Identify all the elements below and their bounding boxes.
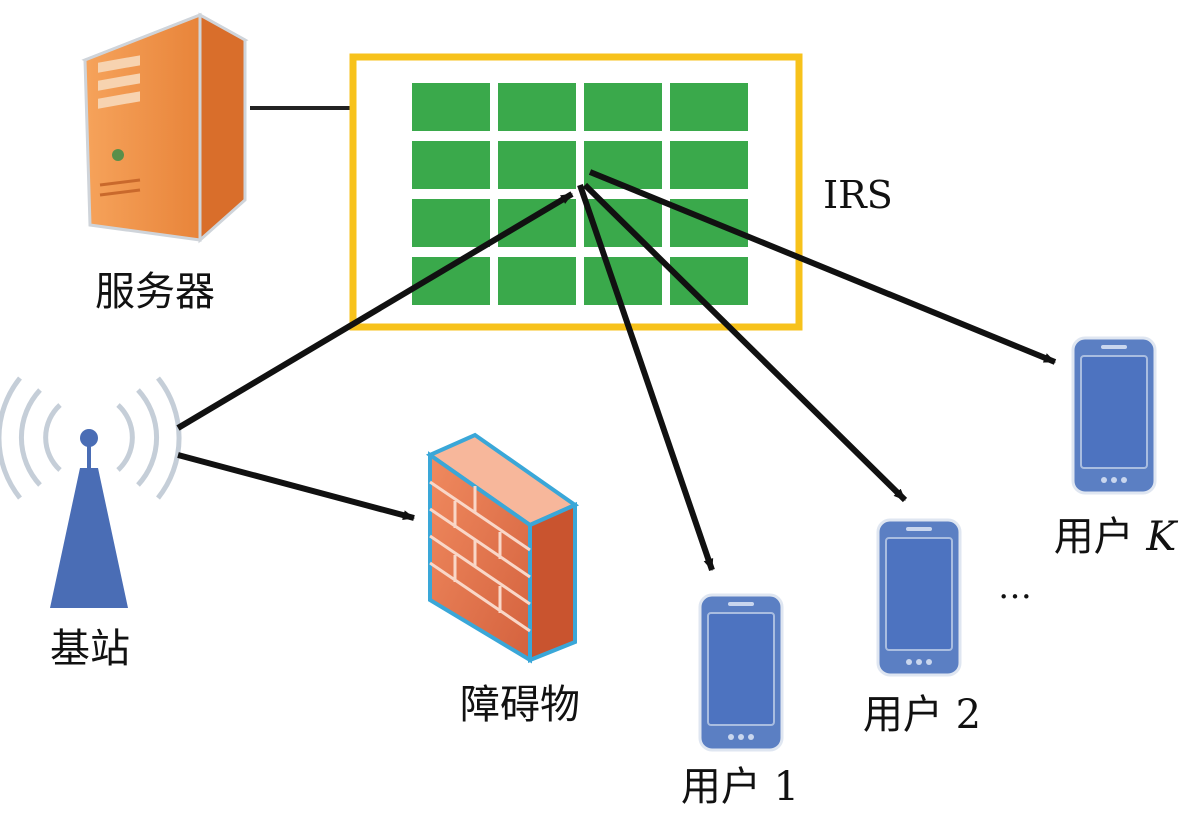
irs-element (412, 83, 490, 131)
irs-element (670, 83, 748, 131)
signal-arrows (176, 169, 1057, 571)
phone-speaker (1101, 345, 1127, 349)
smartphone-icon-user-1 (698, 593, 784, 752)
phone-button (926, 659, 932, 665)
arrow-irs-to-user-2 (582, 182, 908, 503)
phone-screen (707, 612, 775, 726)
phone-screen (1080, 355, 1148, 469)
smartphone-icon-user-2 (876, 518, 962, 677)
smartphone-icon-user-k (1071, 336, 1157, 495)
irs-element (584, 83, 662, 131)
phone-button (916, 659, 922, 665)
irs-element (584, 141, 662, 189)
server-icon (81, 12, 249, 244)
irs-label: IRS (823, 173, 893, 217)
irs-element (498, 83, 576, 131)
arrow-bs-to-obstacle (177, 452, 415, 521)
irs-element (498, 199, 576, 247)
obstacle-label: 障碍物 (460, 682, 580, 728)
irs-element (412, 141, 490, 189)
user-1-label: 用户 1 (681, 764, 799, 810)
server-label: 服务器 (95, 269, 215, 315)
arrow-irs-to-user-k (588, 169, 1057, 365)
arrow-irs-to-user-1 (577, 184, 715, 571)
phone-speaker (728, 602, 754, 606)
irs-element (412, 199, 490, 247)
base-station-icon (0, 376, 182, 608)
user-2-label: 用户 2 (863, 692, 981, 738)
phone-button (748, 734, 754, 740)
phone-button (728, 734, 734, 740)
irs-element (498, 141, 576, 189)
irs-element (670, 141, 748, 189)
phone-screen (885, 537, 953, 651)
phone-button (1101, 477, 1107, 483)
user-k-label-text: 用户 (1054, 514, 1147, 560)
irs-element (498, 257, 576, 305)
phone-button (1111, 477, 1117, 483)
phone-speaker (906, 527, 932, 531)
ellipsis-label: … (998, 567, 1032, 607)
base-station-label: 基站 (50, 626, 130, 672)
irs-element (584, 257, 662, 305)
phone-button (906, 659, 912, 665)
firewall-icon (425, 432, 580, 664)
user-k-label: 用户 K (1054, 514, 1179, 560)
phone-button (1121, 477, 1127, 483)
phone-button (738, 734, 744, 740)
arrow-bs-to-irs (176, 191, 574, 431)
user-k-label-index: K (1145, 514, 1178, 560)
